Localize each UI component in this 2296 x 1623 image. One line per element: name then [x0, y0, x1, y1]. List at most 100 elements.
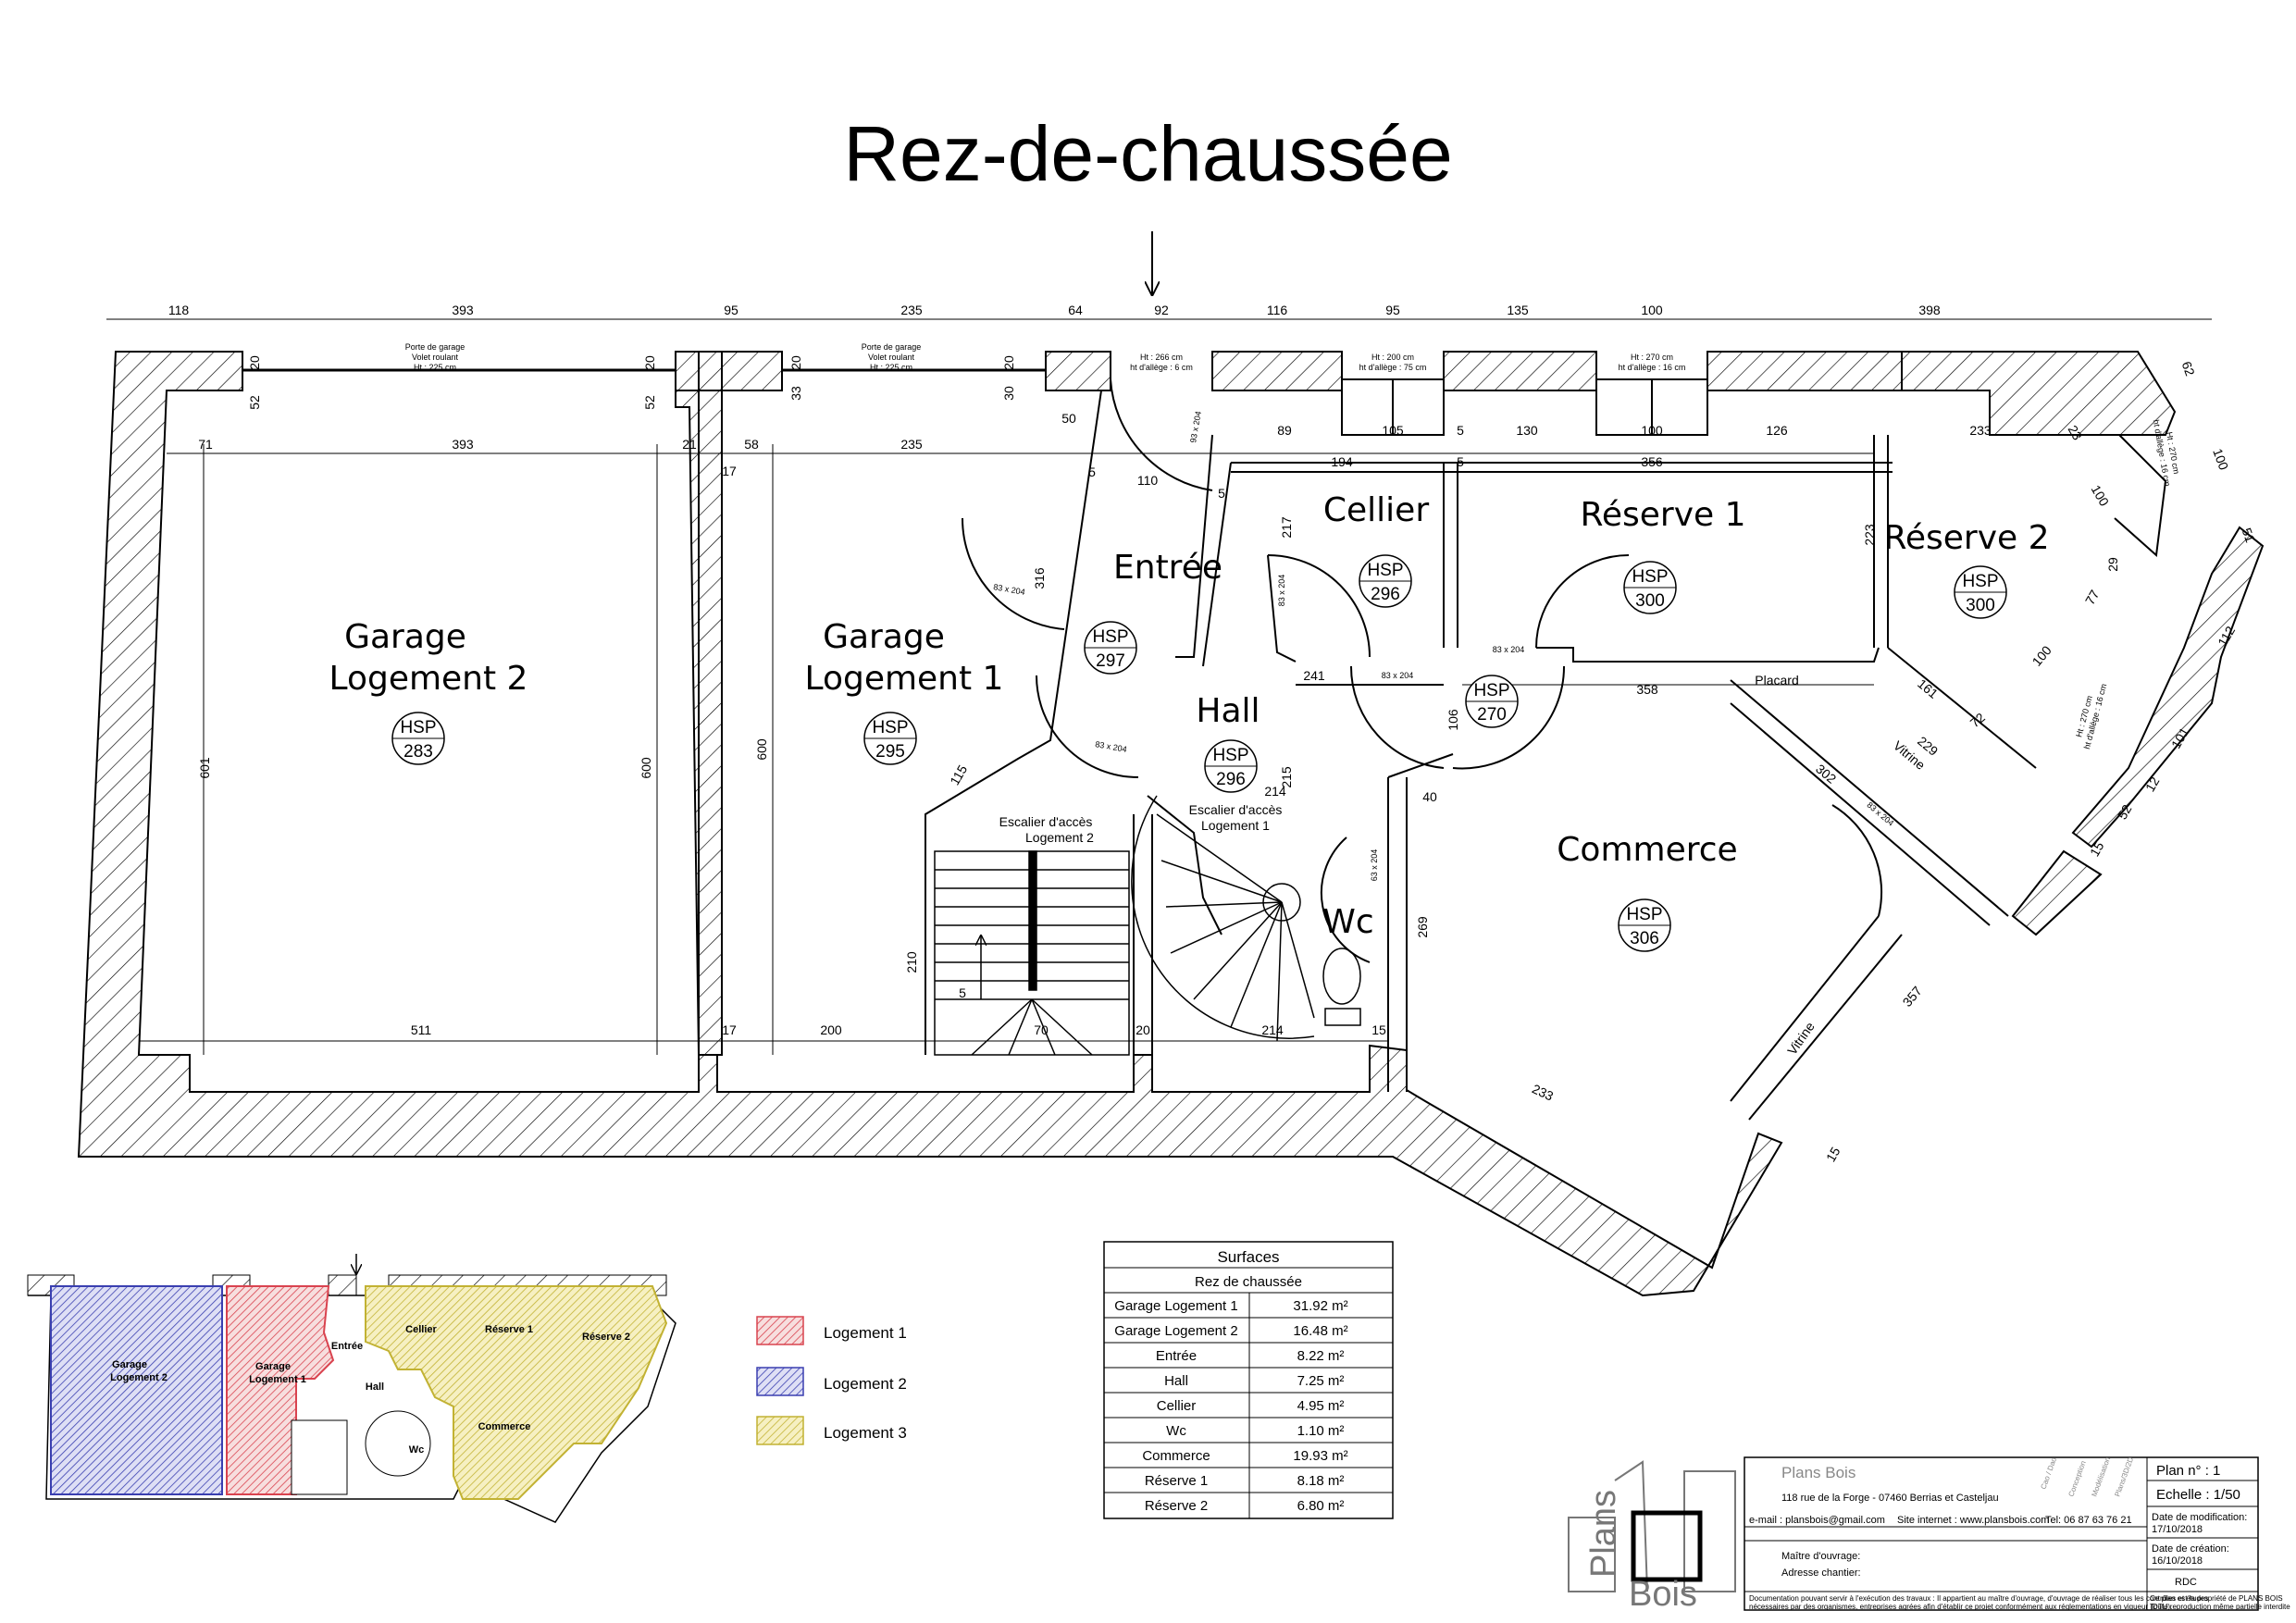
dim-text: 5 — [959, 985, 966, 1000]
room-names: Garage Logement 2 Garage Logement 1 Entr… — [329, 491, 2050, 941]
dim-text: 126 — [1766, 423, 1788, 438]
dim-text: 5 — [1457, 423, 1464, 438]
dim-text: 63 x 204 — [1370, 849, 1379, 882]
hsp-commerce: HSP 306 — [1618, 898, 1671, 952]
dim-text: 357 — [1900, 984, 1925, 1010]
dim-text: 23 — [2066, 423, 2086, 443]
placard-label: Placard — [1755, 673, 1798, 688]
dim-text: 105 — [1382, 423, 1404, 438]
wall-top-1 — [675, 351, 783, 391]
room-garage1-line2: Logement 1 — [805, 660, 1004, 698]
dim-text: 71 — [198, 437, 213, 452]
table-cell-value: 6.80 m² — [1297, 1498, 1345, 1514]
table-cell-value: 8.22 m² — [1297, 1348, 1345, 1364]
company-email: e-mail : plansbois@gmail.com — [1749, 1515, 1885, 1526]
dim-text: 29 — [2105, 557, 2120, 572]
stair-label: Logement 2 — [1025, 830, 1094, 845]
dim-text: 110 — [1137, 473, 1159, 488]
interior-lines — [698, 352, 2037, 1121]
wall-top-3 — [1045, 351, 1111, 391]
dim-text: 20 — [788, 355, 803, 370]
dim-text: 100 — [2089, 482, 2113, 508]
note-line: Volet roulant — [868, 353, 915, 362]
dim-text: 601 — [197, 757, 212, 779]
plans-bois-logo — [1568, 1460, 1736, 1592]
dimension-lines — [106, 318, 2212, 1055]
note-line: ht d'allège : 16 cm — [1619, 363, 1686, 372]
hsp-value: 270 — [1477, 705, 1507, 725]
dim-text: 95 — [1385, 303, 1400, 317]
date-cre-label: Date de création: — [2152, 1543, 2229, 1555]
dim-text: 233 — [1530, 1081, 1556, 1103]
dim-text: 115 — [947, 762, 970, 788]
legend-swatch-logement1 — [756, 1316, 804, 1345]
note-line: Ht : 200 cm — [1371, 353, 1414, 362]
dim-text: 210 — [904, 951, 919, 973]
wc-fixture — [1322, 948, 1361, 1026]
note-line: Ht : 266 cm — [1140, 353, 1183, 362]
dim-text: 235 — [900, 437, 923, 452]
dim-text: 118 — [168, 303, 190, 317]
dim-text: 83 x 204 — [1095, 739, 1128, 754]
note-line: Volet roulant — [412, 353, 459, 362]
hsp-value: 306 — [1630, 929, 1659, 948]
hsp-label: HSP — [1626, 905, 1662, 924]
date-mod-label: Date de modification: — [2152, 1512, 2247, 1523]
mini-label: Réserve 2 — [582, 1332, 630, 1343]
note-line: ht d'allège : 6 cm — [1130, 363, 1193, 372]
hsp-value: 296 — [1216, 770, 1246, 789]
dim-text: 214 — [1261, 1022, 1284, 1037]
room-wc: Wc — [1322, 903, 1373, 941]
dim-text: 92 — [1154, 303, 1169, 317]
copyright-line: Toute reproduction même partielle interd… — [2150, 1603, 2290, 1611]
dim-text: 5 — [1457, 454, 1464, 469]
dim-text: 50 — [1061, 411, 1076, 426]
mini-label: Garage — [112, 1359, 147, 1370]
wall-top-6 — [1706, 351, 1903, 391]
maitre-ouvrage: Maître d'ouvrage: — [1781, 1551, 1860, 1562]
dim-text: 83 x 204 — [1493, 645, 1525, 654]
hsp-label: HSP — [1367, 561, 1403, 580]
dim-text: 100 — [2210, 447, 2231, 473]
dim-text: 93 x 204 — [1188, 411, 1203, 444]
hsp-label: HSP — [400, 718, 436, 737]
dim-text: 58 — [744, 437, 759, 452]
dim-text: 269 — [1415, 916, 1430, 938]
room-garage2-line2: Logement 2 — [329, 660, 528, 698]
date-cre-value: 16/10/2018 — [2152, 1555, 2203, 1567]
dim-text: 135 — [1507, 303, 1529, 317]
table-cell-value: 16.48 m² — [1293, 1323, 1347, 1339]
dim-text: 83 x 204 — [993, 582, 1026, 597]
logo-text: Bois — [1629, 1575, 1697, 1614]
hsp-label: HSP — [1473, 681, 1509, 700]
hsp-270: HSP 270 — [1465, 675, 1519, 728]
dim-text: 30 — [1001, 386, 1016, 401]
disclaimer-line: Documentation pouvant servir à l'exécuti… — [1749, 1594, 2208, 1603]
room-commerce: Commerce — [1557, 831, 1737, 869]
stair-label: Logement 1 — [1201, 818, 1270, 833]
dim-text: 20 — [1136, 1022, 1150, 1037]
dim-text: 51 — [2240, 526, 2258, 544]
stairs-logement-2 — [934, 850, 1130, 1056]
dim-text: 214 — [1264, 784, 1286, 799]
dim-text: 20 — [247, 355, 262, 370]
page-title: Rez-de-chaussée — [843, 110, 1453, 197]
logo-text: Plans — [1584, 1490, 1623, 1578]
dim-text: 52 — [247, 395, 262, 410]
dim-text: 130 — [1516, 423, 1538, 438]
dim-text: 5 — [1218, 486, 1225, 501]
copyright-line: Ce plan est la propriété de PLANS BOIS — [2150, 1594, 2283, 1603]
mini-label: Wc — [409, 1444, 425, 1456]
wall-top-right — [1901, 351, 2177, 436]
dim-text: 15 — [1371, 1022, 1386, 1037]
dim-text: 393 — [452, 437, 474, 452]
dim-text: 241 — [1303, 668, 1325, 683]
dim-text: 600 — [639, 757, 653, 779]
table-cell-value: 19.93 m² — [1293, 1448, 1347, 1464]
dim-text: 393 — [452, 303, 474, 317]
dim-text: 106 — [1446, 709, 1460, 731]
hsp-value: 297 — [1096, 651, 1125, 671]
